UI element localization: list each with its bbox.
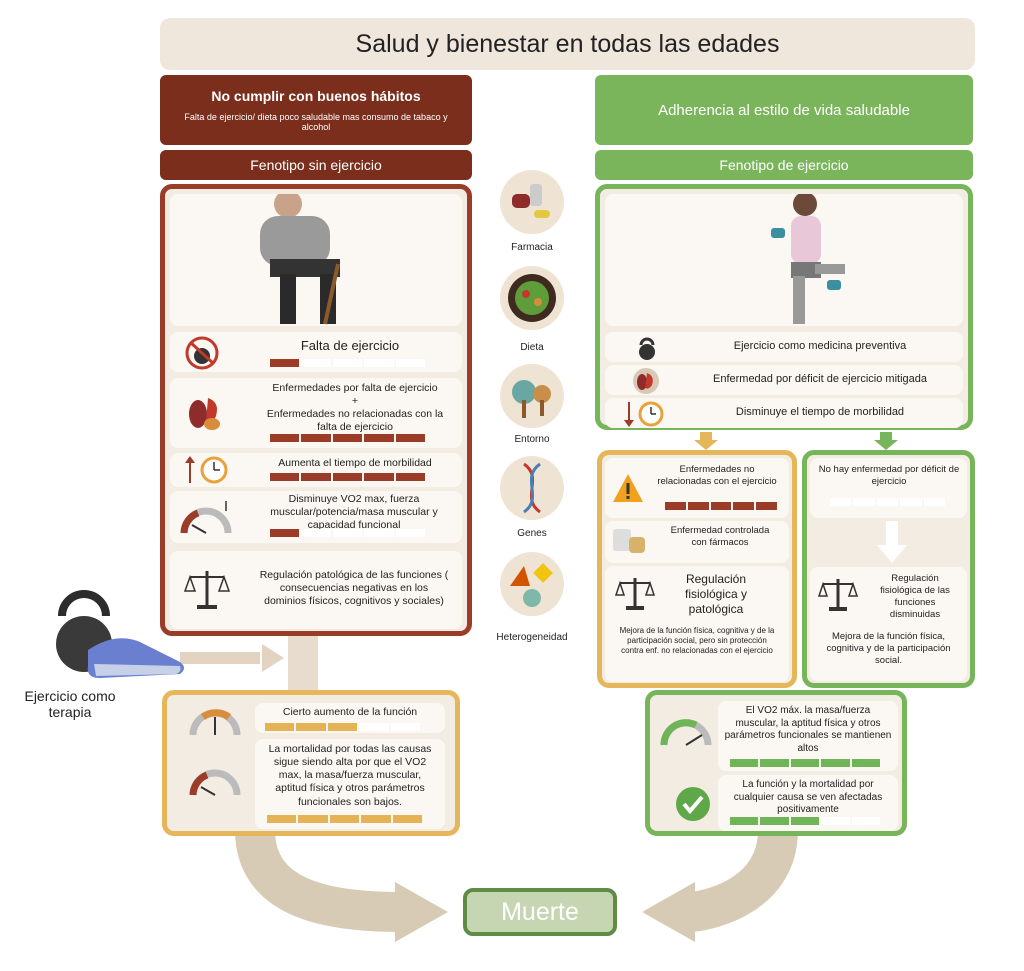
bottom-right-item-vo2: El VO2 máx. la masa/fuerza muscular, la …	[718, 701, 898, 771]
yellow-panel: Enfermedades no relacionadas con el ejer…	[597, 450, 797, 688]
diet-icon	[500, 266, 564, 330]
organs-icon	[189, 398, 220, 430]
green-item-nodeficit: No hay enfermedad por déficit de ejercic…	[810, 458, 967, 518]
left-phenotype: Fenotipo sin ejercicio	[160, 150, 472, 180]
left-item-no-exercise-text: Falta de ejercicio	[300, 338, 400, 353]
left-item-vo2: Disminuye VO2 max, fuerza muscular/poten…	[170, 491, 462, 543]
gauge-high-icon	[660, 719, 712, 746]
organs-icon	[633, 368, 659, 394]
left-bar-4	[270, 529, 426, 537]
kettlebell-shoes-icon	[56, 590, 184, 678]
gauge-low-icon	[189, 769, 241, 796]
environment-icon	[500, 364, 564, 428]
yellow-item-nonexercise: Enfermedades no relacionadas con el ejer…	[605, 458, 789, 518]
kettlebell-icon	[639, 337, 655, 360]
bottom-left-bar-1	[265, 723, 421, 731]
left-item-regulation-text: Regulación patológica de las funciones (…	[259, 569, 449, 608]
active-person-image	[605, 192, 963, 326]
yellow-item-regulation: Regulación fisiológica y patológica Mejo…	[605, 566, 789, 682]
left-item-diseases-text: Enfermedades por falta de ejercicio + En…	[266, 382, 444, 434]
left-bar-2	[270, 434, 426, 442]
right-item-preventive-text: Ejercicio como medicina preventiva	[733, 340, 907, 352]
bottom-right-panel: El VO2 máx. la masa/fuerza muscular, la …	[645, 690, 907, 836]
bottom-right-item-mortality: La función y la mortalidad por cualquier…	[718, 775, 898, 831]
right-item-mitigated: Enfermedad por déficit de ejercicio miti…	[605, 365, 963, 395]
dna-icon	[500, 456, 564, 520]
right-header: Adherencia al estilo de vida saludable	[595, 75, 973, 145]
green-item-regulation-text: Mejora de la función física, cognitiva y…	[826, 631, 951, 666]
left-item-morbidity: Aumenta el tiempo de morbilidad	[170, 453, 462, 487]
clock-down-icon	[624, 401, 664, 427]
exercising-elder-icon	[771, 192, 845, 324]
yellow-item-controlled-text: Enfermedad controlada con fármacos	[670, 525, 770, 548]
heterogeneity-icon	[500, 552, 564, 616]
green-item-nodeficit-text: No hay enfermedad por déficit de ejercic…	[818, 464, 960, 487]
bottom-left-panel: Cierto aumento de la función La mortalid…	[162, 690, 460, 836]
bottom-left-bar-2	[267, 815, 423, 823]
pharmacy-icon	[500, 170, 564, 234]
label-dieta: Dieta	[520, 342, 544, 353]
left-item-morbidity-text: Aumenta el tiempo de morbilidad	[278, 457, 432, 469]
left-header: No cumplir con buenos hábitos Falta de e…	[160, 75, 472, 145]
yellow-item-regulation-text: Mejora de la función física, cognitiva y…	[619, 626, 775, 655]
yellow-bar-1	[665, 502, 777, 510]
death-box: Muerte	[463, 888, 617, 936]
pills-icon	[613, 529, 645, 553]
left-item-regulation: Regulación patológica de las funciones (…	[170, 551, 462, 629]
yellow-item-nonexercise-text: Enfermedades no relacionadas con el ejer…	[657, 464, 777, 487]
green-item-regulation-title: Regulación fisiológica de las funciones …	[880, 573, 950, 620]
gauge-mid-icon	[189, 709, 241, 736]
right-item-morbidity: Disminuye el tiempo de morbilidad	[605, 398, 963, 428]
page-title: Salud y bienestar en todas las edades	[160, 18, 975, 70]
right-item-preventive: Ejercicio como medicina preventiva	[605, 332, 963, 362]
gauge-low-icon	[180, 501, 232, 534]
left-header-subtitle: Falta de ejercicio/ dieta poco saludable…	[184, 112, 448, 132]
green-bar-1	[830, 498, 946, 506]
check-circle-icon	[676, 787, 710, 821]
scale-icon	[615, 578, 655, 610]
label-farmacia: Farmacia	[511, 242, 553, 253]
bottom-right-item-vo2-text: El VO2 máx. la masa/fuerza muscular, la …	[724, 705, 892, 754]
right-phenotype: Fenotipo de ejercicio	[595, 150, 973, 180]
bottom-left-item-function-text: Cierto aumento de la función	[282, 706, 418, 718]
no-kettlebell-icon	[185, 336, 219, 370]
label-heterogeneidad: Heterogeneidad	[496, 632, 568, 643]
bottom-left-item-function: Cierto aumento de la función	[255, 703, 445, 733]
scale-icon	[184, 571, 230, 609]
bottom-left-item-mortality-text: La mortalidad por todas las causas sigue…	[268, 743, 432, 808]
bottom-left-item-mortality: La mortalidad por todas las causas sigue…	[255, 739, 445, 829]
left-panel: Falta de ejercicio Enfermedades por falt…	[160, 184, 472, 636]
label-genes: Genes	[517, 528, 547, 539]
yellow-item-controlled: Enfermedad controlada con fármacos	[605, 521, 789, 563]
yellow-item-regulation-title: Regulación fisiológica y patológica	[684, 572, 748, 616]
green-subpanel: No hay enfermedad por déficit de ejercic…	[802, 450, 975, 688]
bottom-right-bar-1	[730, 759, 881, 767]
down-arrow-icon	[877, 521, 907, 563]
warning-icon	[613, 474, 643, 502]
left-item-diseases: Enfermedades por falta de ejercicio + En…	[170, 378, 462, 448]
bottom-right-item-mortality-text: La función y la mortalidad por cualquier…	[733, 779, 883, 815]
right-item-morbidity-text: Disminuye el tiempo de morbilidad	[735, 406, 905, 418]
bottom-right-bar-2	[730, 817, 881, 825]
left-item-no-exercise: Falta de ejercicio	[170, 332, 462, 372]
seated-elder-icon	[260, 190, 340, 325]
green-item-regulation: Regulación fisiológica de las funciones …	[810, 567, 967, 681]
scale-icon	[818, 579, 858, 611]
sedentary-person-image	[170, 190, 462, 326]
label-entorno: Entorno	[514, 434, 550, 445]
right-item-mitigated-text: Enfermedad por déficit de ejercicio miti…	[712, 373, 927, 385]
left-bar-3	[270, 473, 426, 481]
left-bar-1	[270, 359, 426, 367]
left-header-title: No cumplir con buenos hábitos	[211, 88, 421, 104]
clock-up-icon	[185, 456, 228, 484]
right-panel: Ejercicio como medicina preventiva Enfer…	[595, 184, 973, 430]
left-item-vo2-text: Disminuye VO2 max, fuerza muscular/poten…	[270, 493, 438, 532]
exercise-therapy-label: Ejercicio como terapia	[24, 688, 116, 720]
